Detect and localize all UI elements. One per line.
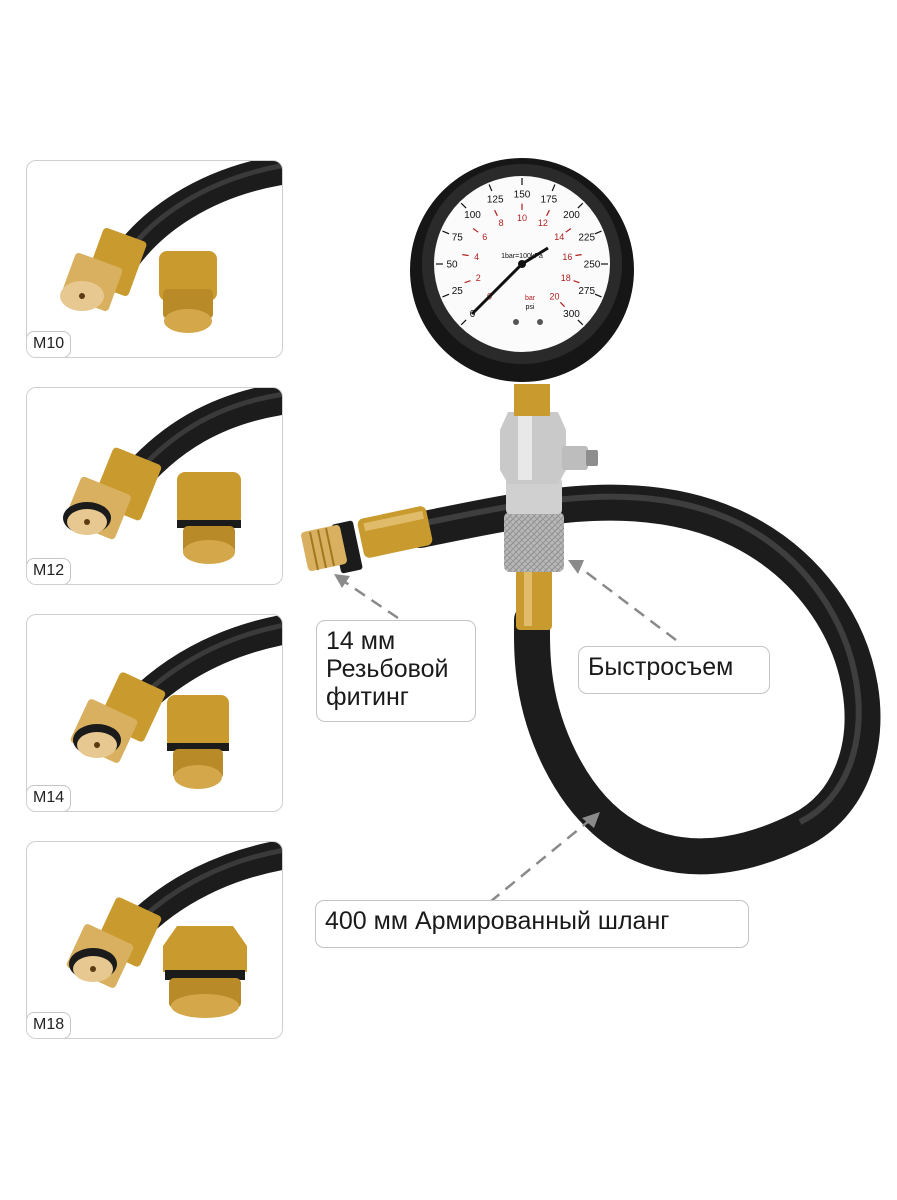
bar-tick-label: 12	[538, 218, 548, 228]
bar-tick-label: 10	[517, 213, 527, 223]
psi-tick-label: 25	[452, 286, 464, 297]
thumbnail-label: M10	[27, 331, 72, 357]
psi-tick-mark	[594, 230, 602, 235]
psi-tick-mark	[551, 184, 556, 192]
release-valve	[562, 446, 588, 470]
coupler-ferrule	[516, 568, 552, 630]
bar-tick-label: 20	[549, 292, 559, 302]
bar-tick-label: 16	[562, 252, 572, 262]
fitting-photo-m18	[66, 842, 282, 1018]
psi-scale: 0255075100125150175200225250275300	[436, 178, 608, 326]
hose-arrow	[489, 819, 591, 903]
psi-tick-label: 100	[464, 210, 481, 221]
hose	[402, 484, 881, 875]
psi-tick-mark	[442, 293, 450, 298]
pressure-gauge: 0255075100125150175200225250275300 02468…	[410, 158, 634, 382]
bar-tick-label: 4	[474, 252, 479, 262]
bar-tick-mark	[494, 209, 498, 217]
psi-tick-label: 50	[446, 259, 458, 270]
bar-tick-mark	[559, 301, 566, 308]
bar-tick-label: 18	[561, 273, 571, 283]
callout-hose-text: 400 мм Армированный шланг	[325, 907, 670, 935]
fitting-photo-m14	[70, 615, 282, 789]
psi-tick-mark	[460, 319, 467, 326]
fitting-arrow	[341, 578, 399, 620]
psi-tick-label: 225	[578, 233, 595, 244]
callout-fitting-line2: Резьбовой	[326, 655, 449, 683]
thumbnail-m18: M18	[26, 841, 283, 1039]
callout-reinforced-hose: 400 мм Армированный шланг	[315, 900, 749, 948]
thumbnail-label: M14	[27, 785, 72, 811]
callout-fitting-line1: 14 мм	[326, 627, 396, 655]
psi-tick-label: 250	[584, 259, 601, 270]
bar-tick-mark	[575, 254, 582, 257]
bar-tick-label: 8	[499, 218, 504, 228]
bar-tick-mark	[573, 280, 580, 284]
bar-tick-mark	[462, 254, 469, 257]
psi-tick-mark	[488, 184, 493, 192]
callout-quick-coupler: Быстросъем	[578, 646, 770, 694]
bar-tick-mark	[464, 280, 471, 284]
bar-tick-label: 14	[554, 232, 564, 242]
callout-fitting-line3: фитинг	[326, 683, 409, 711]
psi-tick-mark	[442, 230, 450, 235]
gauge-needle	[470, 262, 524, 316]
psi-tick-mark	[460, 202, 467, 209]
fitting-photo-m10	[60, 161, 282, 333]
gauge-conversion-note: 1bar=100kPa	[501, 253, 543, 260]
psi-tick-label: 125	[487, 195, 504, 206]
thumbnail-label: M18	[27, 1012, 72, 1038]
bar-tick-mark	[472, 228, 479, 233]
callout-threaded-fitting: 14 мм Резьбовой фитинг	[316, 620, 476, 722]
psi-tick-label: 300	[563, 309, 580, 320]
thumbnail-m14: M14	[26, 614, 283, 812]
threaded-fitting	[301, 506, 433, 574]
psi-tick-label: 75	[452, 233, 464, 244]
gauge-unit-psi: psi	[526, 304, 535, 311]
thumbnail-label: M12	[27, 558, 72, 584]
psi-tick-label: 275	[578, 286, 595, 297]
psi-tick-label: 175	[540, 195, 557, 206]
psi-tick-label: 150	[514, 189, 531, 200]
fitting-photo-m12	[63, 388, 282, 564]
psi-tick-label: 200	[563, 210, 580, 221]
bar-tick-mark	[565, 228, 572, 233]
psi-tick-mark	[577, 202, 584, 209]
callout-coupler-text: Быстросъем	[588, 653, 734, 681]
bar-tick-label: 6	[482, 232, 487, 242]
hex-body	[500, 412, 566, 484]
psi-tick-mark	[577, 319, 584, 326]
thumbnail-m10: M10	[26, 160, 283, 358]
thumbnail-m12: M12	[26, 387, 283, 585]
bar-tick-mark	[546, 209, 550, 217]
gauge-unit-bar: bar	[525, 295, 536, 302]
bar-tick-label: 2	[476, 273, 481, 283]
psi-tick-mark	[594, 293, 602, 298]
coupler-arrow	[577, 565, 677, 641]
